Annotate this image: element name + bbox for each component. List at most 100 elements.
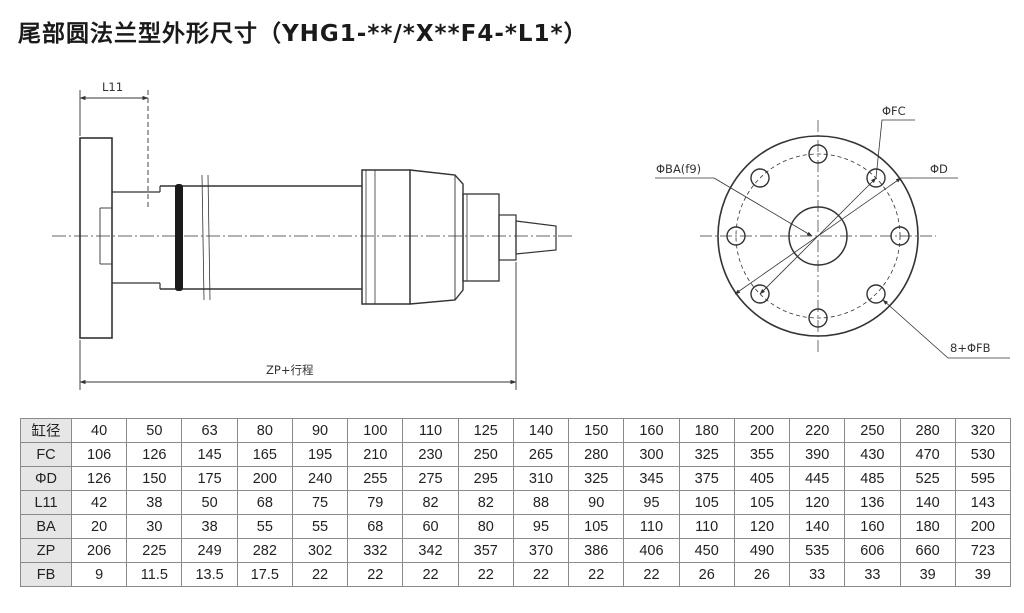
table-cell: 140 (512, 418, 570, 443)
bolt-hole (750, 168, 770, 188)
row-header: L11 (20, 490, 72, 515)
table-cell: 535 (789, 538, 846, 563)
table-cell: 20 (70, 514, 128, 539)
table-cell: 325 (678, 442, 735, 467)
table-cell: 55 (291, 514, 349, 539)
table-cell: 280 (568, 442, 625, 467)
table-cell: 390 (789, 442, 846, 467)
table-cell: 39 (899, 562, 956, 587)
row-header: ZP (20, 538, 72, 563)
flange-front-view (655, 119, 1010, 359)
table-cell: 255 (347, 466, 404, 491)
table-cell: 310 (512, 466, 570, 491)
table-cell: 80 (457, 514, 514, 539)
table-cell: 180 (678, 418, 735, 443)
table-cell: 525 (899, 466, 956, 491)
row-header: 缸径 (20, 418, 72, 443)
table-cell: 355 (733, 442, 791, 467)
table-cell: 445 (789, 466, 846, 491)
table-cell: 282 (236, 538, 293, 563)
table-cell: 82 (457, 490, 514, 515)
table-cell: 210 (347, 442, 404, 467)
table-cell: 357 (457, 538, 514, 563)
break-line (201, 174, 205, 301)
piston-rod (498, 214, 517, 261)
gland (462, 193, 500, 282)
table-cell: 332 (347, 538, 404, 563)
technical-drawing: L11 ZP+行程 ΦFC (52, 80, 1010, 390)
table-cell: 195 (291, 442, 349, 467)
table-cell: 225 (126, 538, 183, 563)
table-cell: 370 (512, 538, 570, 563)
rod-tip (515, 220, 557, 255)
table-cell: 200 (236, 466, 293, 491)
table-cell: 50 (181, 490, 238, 515)
row-header: ΦD (20, 466, 72, 491)
table-cell: 22 (568, 562, 625, 587)
table-cell: 105 (568, 514, 625, 539)
table-cell: 300 (623, 442, 680, 467)
table-cell: 22 (402, 562, 459, 587)
table-cell: 30 (126, 514, 183, 539)
label-d: ΦD (930, 162, 948, 176)
table-cell: 250 (457, 442, 514, 467)
front-head (361, 169, 411, 305)
table-cell: 180 (899, 514, 956, 539)
row-header: FB (20, 562, 72, 587)
table-cell: 250 (844, 418, 901, 443)
row-header: BA (20, 514, 72, 539)
table-cell: 22 (623, 562, 680, 587)
d-leader (734, 177, 902, 295)
dim-zp (79, 262, 517, 390)
table-cell: 68 (347, 514, 404, 539)
table-cell: 206 (70, 538, 128, 563)
table-cell: 470 (899, 442, 956, 467)
o-ring-band (175, 184, 183, 291)
table-cell: 320 (954, 418, 1012, 443)
table-cell: 125 (457, 418, 514, 443)
table-cell: 230 (402, 442, 459, 467)
label-ba: ΦBA(f9) (656, 162, 701, 176)
table-cell: 150 (568, 418, 625, 443)
table-cell: 175 (181, 466, 238, 491)
table-cell: 38 (181, 514, 238, 539)
cylinder-side-view (52, 137, 572, 339)
table-cell: 280 (899, 418, 956, 443)
table-cell: 249 (181, 538, 238, 563)
table-cell: 60 (402, 514, 459, 539)
table-cell: 723 (954, 538, 1012, 563)
table-cell: 120 (733, 514, 791, 539)
table-cell: 90 (568, 490, 625, 515)
label-fb: 8+ΦFB (950, 341, 991, 355)
table-cell: 275 (402, 466, 459, 491)
dim-l11-label: L11 (102, 80, 123, 94)
table-cell: 63 (181, 418, 238, 443)
table-cell: 33 (789, 562, 846, 587)
table-cell: 126 (70, 466, 128, 491)
table-cell: 95 (623, 490, 680, 515)
page-title: 尾部圆法兰型外形尺寸（YHG1-**/*X**F4-*L1*） (18, 21, 588, 47)
table-cell: 26 (733, 562, 791, 587)
table-cell: 88 (512, 490, 570, 515)
table-cell: 17.5 (236, 562, 293, 587)
table-cell: 33 (844, 562, 901, 587)
table-cell: 386 (568, 538, 625, 563)
table-cell: 165 (236, 442, 293, 467)
table-cell: 595 (954, 466, 1012, 491)
table-cell: 136 (844, 490, 901, 515)
dim-l11 (79, 90, 149, 210)
table-cell: 265 (512, 442, 570, 467)
table-cell: 485 (844, 466, 901, 491)
table-cell: 200 (954, 514, 1012, 539)
table-cell: 240 (291, 466, 349, 491)
table-cell: 200 (733, 418, 791, 443)
rear-flange (79, 137, 113, 339)
